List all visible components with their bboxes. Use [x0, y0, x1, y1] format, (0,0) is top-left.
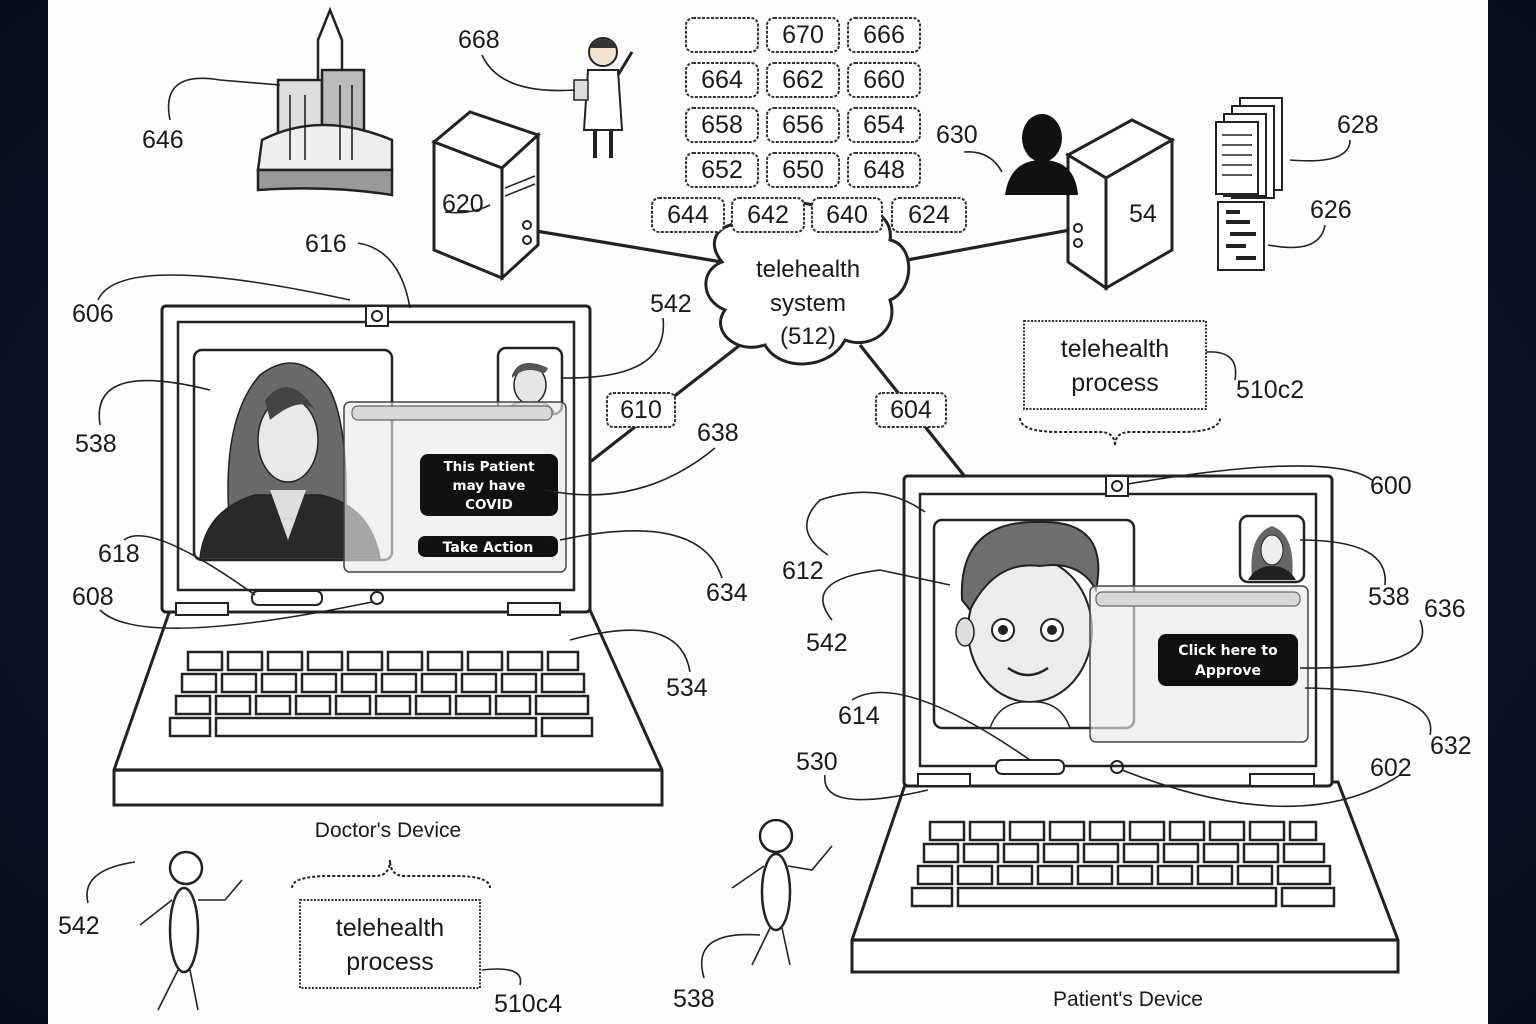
ref-614: 614: [838, 702, 880, 730]
data-box-blank: [685, 17, 759, 53]
ref-636: 636: [1424, 595, 1466, 623]
patient-webcam-icon: [1111, 480, 1123, 492]
data-box-654: 654: [863, 111, 905, 139]
server-620-icon: [431, 110, 541, 282]
process-box-right: [1023, 320, 1207, 410]
ref-510c2: 510c2: [1236, 376, 1304, 404]
approve-button[interactable]: Click here to Approve: [1158, 634, 1298, 686]
data-box-644: 644: [667, 201, 709, 229]
cloud-line1: telehealth: [756, 256, 860, 283]
ref-628: 628: [1337, 111, 1379, 139]
person-silhouette-icon: [1005, 114, 1078, 195]
data-box-642: 642: [747, 201, 789, 229]
ref-612: 612: [782, 557, 824, 585]
hospital-building-icon: [256, 6, 394, 197]
link-label-610: 610: [620, 396, 662, 424]
ref-602: 602: [1370, 754, 1412, 782]
doctor-device-caption: Doctor's Device: [315, 819, 461, 842]
data-box-650: 650: [782, 156, 824, 184]
doctor-stick-figure: [139, 850, 243, 1011]
ref-534: 534: [666, 674, 708, 702]
patient-video-avatar: [199, 362, 381, 559]
patient-laptop: Click here to Approve: [850, 474, 1400, 974]
data-box-662: 662: [782, 66, 824, 94]
ref-646: 646: [142, 126, 184, 154]
data-box-666: 666: [863, 21, 905, 49]
data-box-658: 658: [701, 111, 743, 139]
data-box-660: 660: [863, 66, 905, 94]
ref-530: 530: [796, 748, 838, 776]
documents-stack-icon: [1215, 97, 1283, 199]
approve-line1: Click here to: [1178, 643, 1278, 659]
data-box-670: 670: [782, 21, 824, 49]
ref-634: 634: [706, 579, 748, 607]
ref-606: 606: [72, 300, 114, 328]
data-box-648: 648: [863, 156, 905, 184]
ref-54: 54: [1129, 200, 1157, 228]
doctor-figure-icon: [573, 37, 634, 158]
ref-638: 638: [697, 419, 739, 447]
cloud-line2: system: [770, 290, 846, 317]
data-box-624: 624: [908, 201, 950, 229]
ref-542-mid: 542: [806, 629, 848, 657]
process-left-line2: process: [346, 948, 434, 976]
ref-630: 630: [936, 121, 978, 149]
doctor-webcam-icon: [371, 310, 383, 322]
ref-542-bottom: 542: [58, 912, 100, 940]
ref-620: 620: [442, 190, 484, 218]
ref-632: 632: [1430, 732, 1472, 760]
process-right-line1: telehealth: [1061, 335, 1169, 363]
patient-stick-figure: [731, 818, 833, 966]
ref-616: 616: [305, 230, 347, 258]
doctor-microphone-icon: [370, 591, 384, 605]
ref-538-left: 538: [75, 430, 117, 458]
take-action-button[interactable]: Take Action: [418, 536, 558, 557]
covid-alert-badge: [420, 454, 558, 516]
ref-600: 600: [1370, 472, 1412, 500]
doctor-keyboard: [168, 650, 594, 738]
server-54-icon: [1064, 118, 1176, 291]
ref-608: 608: [72, 583, 114, 611]
patient-device-caption: Patient's Device: [1053, 988, 1203, 1011]
take-action-label: Take Action: [443, 540, 534, 556]
reference-numerals: 668 646 620 630 54 628 626 616 606 542 5…: [58, 26, 1472, 1018]
patient-microphone-icon: [1110, 760, 1124, 774]
process-right-line2: process: [1071, 369, 1159, 397]
ref-626: 626: [1310, 196, 1352, 224]
doctor-laptop: This Patient may have COVID Take Action: [112, 304, 664, 807]
data-box-664: 664: [701, 66, 743, 94]
document-report-icon: [1217, 201, 1265, 271]
data-box-652: 652: [701, 156, 743, 184]
ref-538-bottom: 538: [673, 985, 715, 1013]
reference-leader-lines: [86, 54, 1432, 986]
alert-line3: COVID: [465, 497, 513, 513]
ref-668: 668: [458, 26, 500, 54]
ref-510c4: 510c4: [494, 990, 562, 1018]
data-box-640: 640: [826, 201, 868, 229]
patient-self-view-avatar: [1248, 526, 1296, 580]
patient-keyboard: [910, 820, 1336, 908]
link-label-604: 604: [890, 396, 932, 424]
ref-542-top: 542: [650, 290, 692, 318]
ref-618: 618: [98, 540, 140, 568]
data-box-656: 656: [782, 111, 824, 139]
cloud-line3: (512): [780, 323, 836, 350]
alert-line2: may have: [453, 478, 526, 494]
telehealth-cloud: telehealth system (512): [704, 201, 911, 366]
alert-line1: This Patient: [443, 459, 535, 475]
approve-line2: Approve: [1195, 663, 1261, 679]
ref-538-right: 538: [1368, 583, 1410, 611]
data-box-grid: 670 666 664 662 660 658 656 654 652 650 …: [651, 17, 967, 233]
process-left-line1: telehealth: [336, 914, 444, 942]
process-box-left: [299, 899, 481, 989]
